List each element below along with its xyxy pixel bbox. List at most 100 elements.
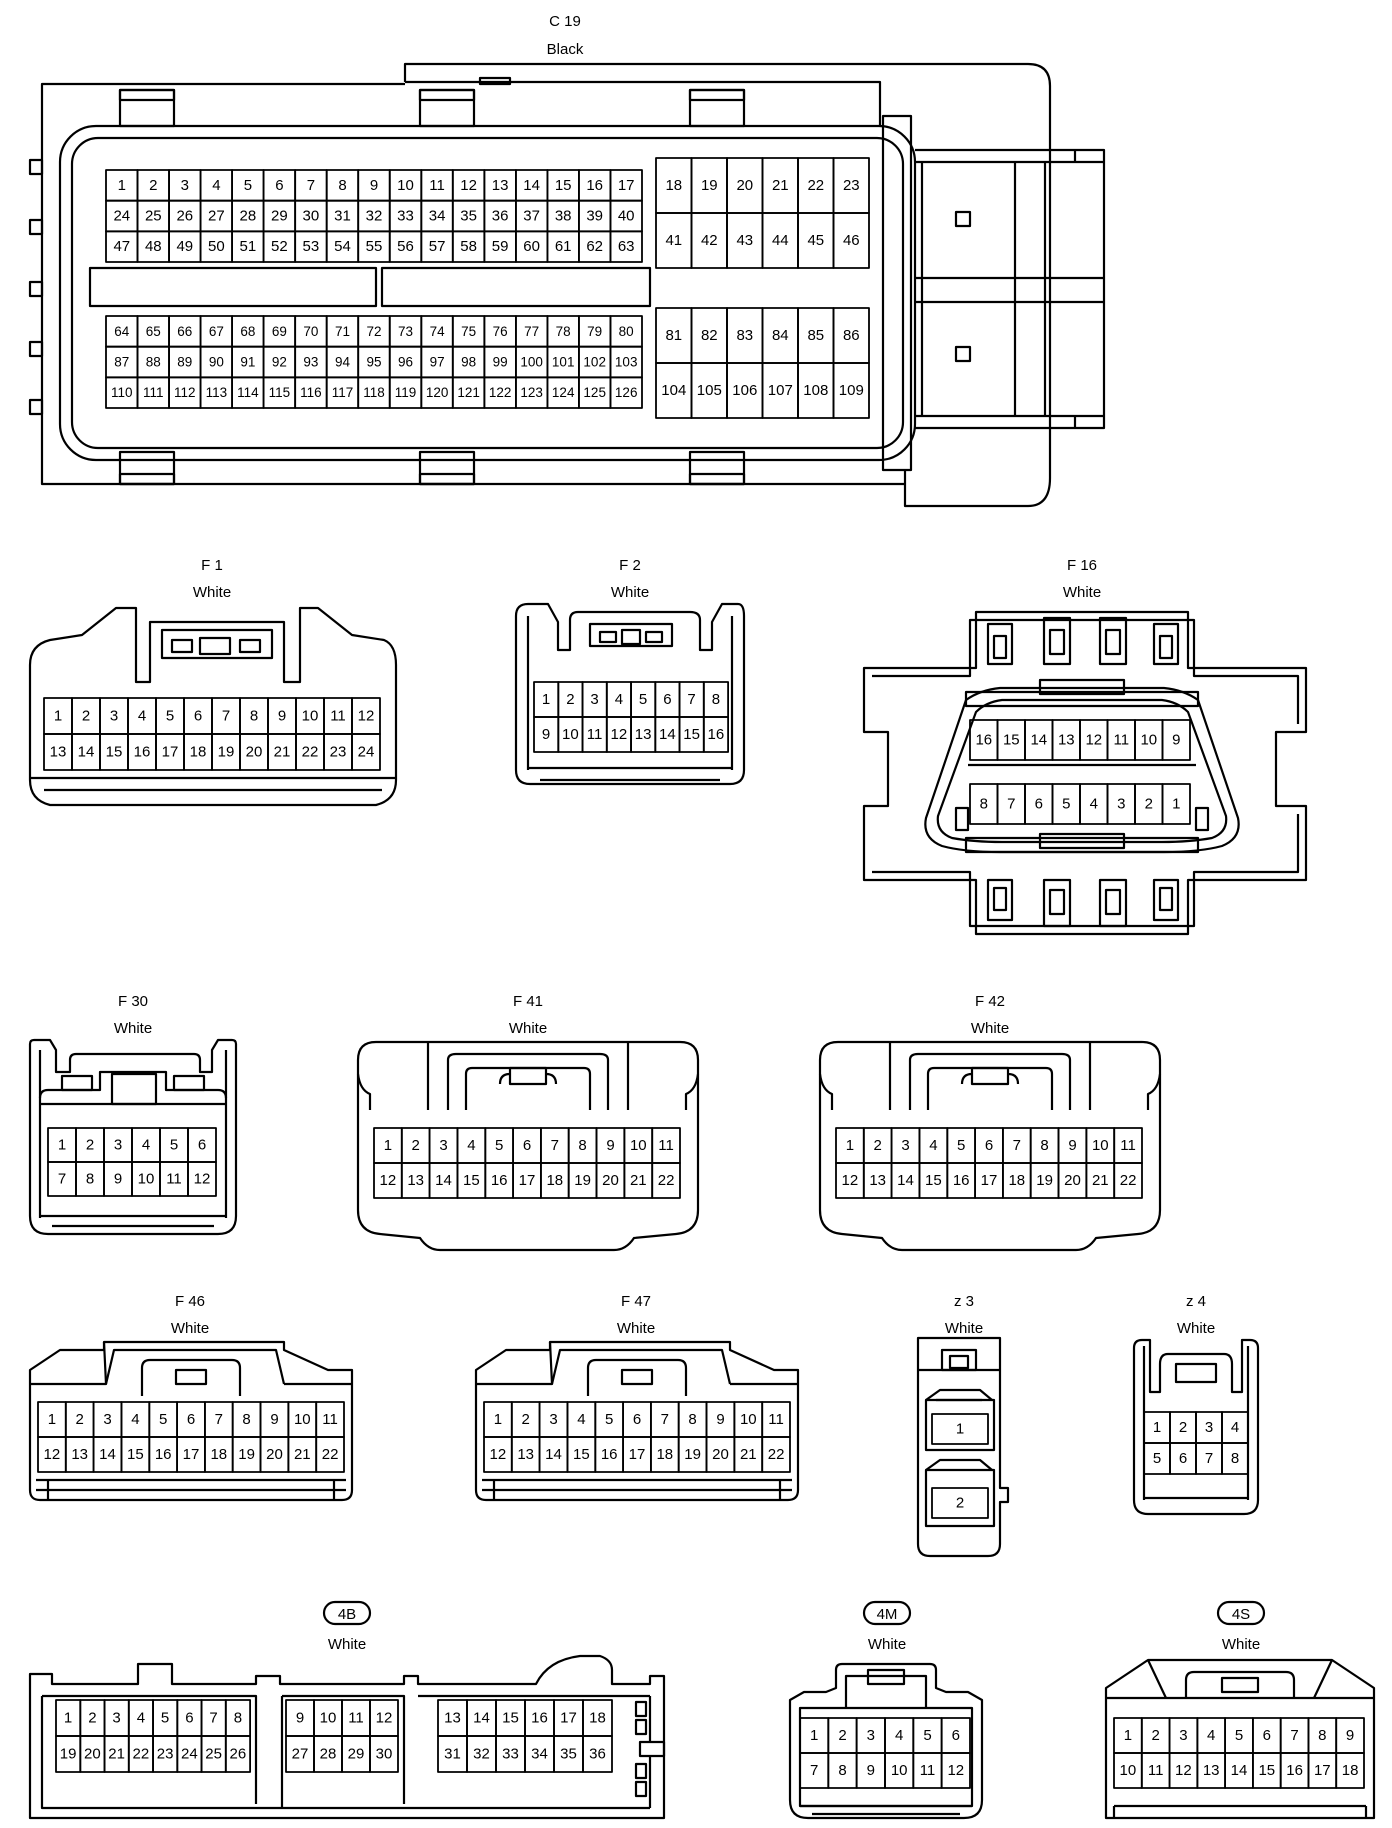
- pin-number: 53: [303, 238, 320, 255]
- pin-number: 62: [586, 238, 603, 255]
- pin-number: 54: [334, 238, 351, 255]
- pin-cell: [1161, 719, 1191, 761]
- pin-number: 6: [1179, 1450, 1187, 1467]
- pin-number: 23: [330, 744, 347, 761]
- pin-number: 75: [461, 324, 476, 339]
- pin-number: 3: [590, 691, 598, 708]
- pin-number: 107: [768, 382, 793, 399]
- connector-f1-color: White: [193, 584, 231, 601]
- pin-number: 14: [78, 744, 95, 761]
- pin-number: 4: [212, 177, 220, 194]
- pin-number: 6: [198, 1137, 206, 1154]
- pin-number: 7: [687, 691, 695, 708]
- pin-number: 11: [1114, 732, 1130, 749]
- pin-number: 11: [658, 1137, 674, 1154]
- pin-number: 1: [494, 1411, 502, 1428]
- pin-number: 93: [303, 355, 318, 370]
- pin-number: 11: [1148, 1762, 1164, 1779]
- pin-number: 3: [112, 1710, 120, 1727]
- pin-number: 14: [99, 1446, 116, 1463]
- pin-number: 22: [302, 744, 319, 761]
- pin-number: 12: [44, 1446, 61, 1463]
- connector-c19-color: Black: [547, 41, 584, 58]
- pin-cell: [702, 716, 729, 753]
- pin-number: 6: [952, 1727, 960, 1744]
- pin-number: 7: [307, 177, 315, 194]
- pin-number: 7: [810, 1762, 818, 1779]
- pin-number: 26: [176, 208, 193, 225]
- pin-number: 8: [712, 691, 720, 708]
- pin-number: 10: [891, 1762, 908, 1779]
- connector-z4-name: z 4: [1186, 1293, 1206, 1310]
- pin-number: 13: [407, 1172, 424, 1189]
- pin-number: 2: [566, 691, 574, 708]
- pin-number: 29: [348, 1746, 365, 1763]
- pin-number: 10: [302, 708, 319, 725]
- pin-number: 1: [64, 1710, 72, 1727]
- pin-number: 22: [1120, 1172, 1137, 1189]
- pin-number: 18: [1008, 1172, 1025, 1189]
- pin-cell: [832, 212, 870, 269]
- pin-number: 79: [587, 324, 602, 339]
- pin-number: 12: [947, 1762, 964, 1779]
- pin-number: 1: [542, 691, 550, 708]
- pin-number: 55: [366, 238, 383, 255]
- pin-number: 5: [495, 1137, 503, 1154]
- pin-number: 1: [1153, 1419, 1161, 1436]
- pin-number: 8: [250, 708, 258, 725]
- pin-number: 6: [194, 708, 202, 725]
- pin-number: 7: [551, 1137, 559, 1154]
- pin-number: 30: [376, 1746, 393, 1763]
- pin-number: 12: [358, 708, 375, 725]
- pin-number: 16: [531, 1710, 548, 1727]
- connector-z3-color: White: [945, 1320, 983, 1337]
- pin-number: 20: [84, 1746, 101, 1763]
- pin-number: 18: [589, 1710, 606, 1727]
- pin-number: 14: [897, 1172, 914, 1189]
- pin-number: 1: [846, 1137, 854, 1154]
- pin-number: 8: [578, 1137, 586, 1154]
- connector-f42-color: White: [971, 1020, 1009, 1037]
- pin-number: 57: [429, 238, 446, 255]
- connector-f30-name: F 30: [118, 993, 148, 1010]
- pin-number: 31: [444, 1746, 461, 1763]
- connector-4b-name: 4B: [338, 1606, 356, 1623]
- pin-number: 2: [838, 1727, 846, 1744]
- pin-number: 3: [181, 177, 189, 194]
- pin-number: 8: [1231, 1450, 1239, 1467]
- pin-number: 6: [185, 1710, 193, 1727]
- pin-number: 108: [803, 382, 828, 399]
- pin-number: 18: [210, 1446, 227, 1463]
- pin-number: 103: [615, 355, 638, 370]
- pin-number: 14: [435, 1172, 452, 1189]
- pin-cell: [651, 1162, 681, 1199]
- pin-number: 3: [110, 708, 118, 725]
- connector-f41-name: F 41: [513, 993, 543, 1010]
- pin-number: 109: [839, 382, 864, 399]
- pin-number: 15: [573, 1446, 590, 1463]
- pin-number: 3: [1117, 796, 1125, 813]
- pin-number: 14: [523, 177, 540, 194]
- pin-number: 11: [768, 1411, 784, 1428]
- pin-number: 105: [697, 382, 722, 399]
- pin-number: 30: [303, 208, 320, 225]
- pin-number: 106: [732, 382, 757, 399]
- pin-number: 12: [490, 1446, 507, 1463]
- pin-number: 9: [370, 177, 378, 194]
- pin-cell: [931, 1413, 989, 1445]
- pin-cell: [940, 1752, 971, 1789]
- connector-f30-housing: [28, 1038, 238, 1236]
- pin-number: 16: [708, 726, 725, 743]
- pin-number: 12: [1085, 732, 1102, 749]
- pin-number: 124: [552, 385, 575, 400]
- pin-number: 22: [133, 1746, 150, 1763]
- pin-number: 19: [238, 1446, 255, 1463]
